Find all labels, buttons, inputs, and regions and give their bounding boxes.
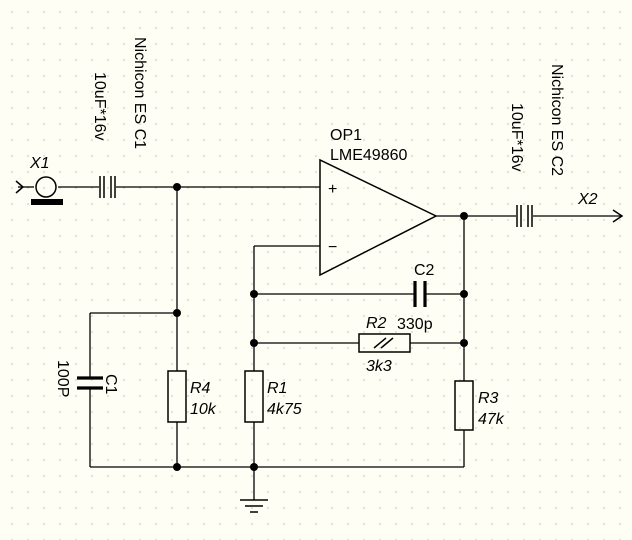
resistor-r1: R1 4k75 (244, 370, 302, 423)
opamp-plus-sign: + (328, 181, 337, 198)
opamp-minus-sign: − (328, 239, 337, 256)
c2-ref-label: C2 (414, 262, 435, 279)
c-out-value-label: 10uF*16v (508, 103, 525, 172)
junction-dot (173, 463, 181, 471)
jack-body-icon (31, 199, 63, 205)
r3-value-label: 47k (478, 411, 505, 428)
x2-label: X2 (577, 191, 598, 208)
output-x2: X2 (577, 191, 624, 223)
capacitor-c1: 100P C1 (54, 360, 119, 397)
input-arrow-icon (15, 180, 25, 194)
r4-value-label: 10k (190, 401, 217, 418)
junction-dot (250, 290, 258, 298)
c1-ref-label: C1 (102, 374, 119, 395)
c1-value-label: 100P (54, 360, 71, 397)
r4-ref-label: R4 (190, 380, 211, 397)
junction-dots (173, 183, 468, 471)
opamp-op1: + − OP1 LME49860 (319, 127, 438, 277)
x1-label: X1 (29, 155, 50, 172)
input-coupling-capacitor: Nichicon ES C1 10uF*16v (91, 37, 148, 198)
ground-symbol (240, 499, 268, 513)
r3-ref-label: R3 (478, 390, 499, 407)
c-out-brand-label: Nichicon ES C2 (548, 64, 565, 176)
r2-value-label: 3k3 (366, 358, 392, 375)
junction-dot (250, 339, 258, 347)
jack-ring-icon (35, 176, 57, 198)
input-jack-x1: X1 (15, 155, 63, 205)
junction-dot (460, 290, 468, 298)
r2-ref-label: R2 (366, 315, 387, 332)
c2-value-label: 330p (397, 316, 433, 333)
capacitor-c2: C2 330p (397, 262, 435, 333)
junction-dot (173, 183, 181, 191)
op1-ref-label: OP1 (330, 127, 362, 144)
resistor-r4: R4 10k (167, 370, 217, 423)
junction-dot (460, 212, 468, 220)
c-in-brand-label: Nichicon ES C1 (131, 37, 148, 149)
junction-dot (173, 309, 181, 317)
r1-value-label: 4k75 (267, 401, 302, 418)
junction-dot (250, 463, 258, 471)
resistor-r3: R3 47k (454, 380, 505, 431)
resistor-r2: R2 3k3 (358, 315, 411, 375)
wires (18, 186, 622, 500)
op1-value-label: LME49860 (330, 147, 407, 164)
output-arrow-icon (612, 209, 624, 223)
output-coupling-capacitor: Nichicon ES C2 10uF*16v (508, 64, 565, 227)
junction-dot (460, 339, 468, 347)
r1-ref-label: R1 (267, 380, 287, 397)
c-in-value-label: 10uF*16v (91, 72, 108, 141)
